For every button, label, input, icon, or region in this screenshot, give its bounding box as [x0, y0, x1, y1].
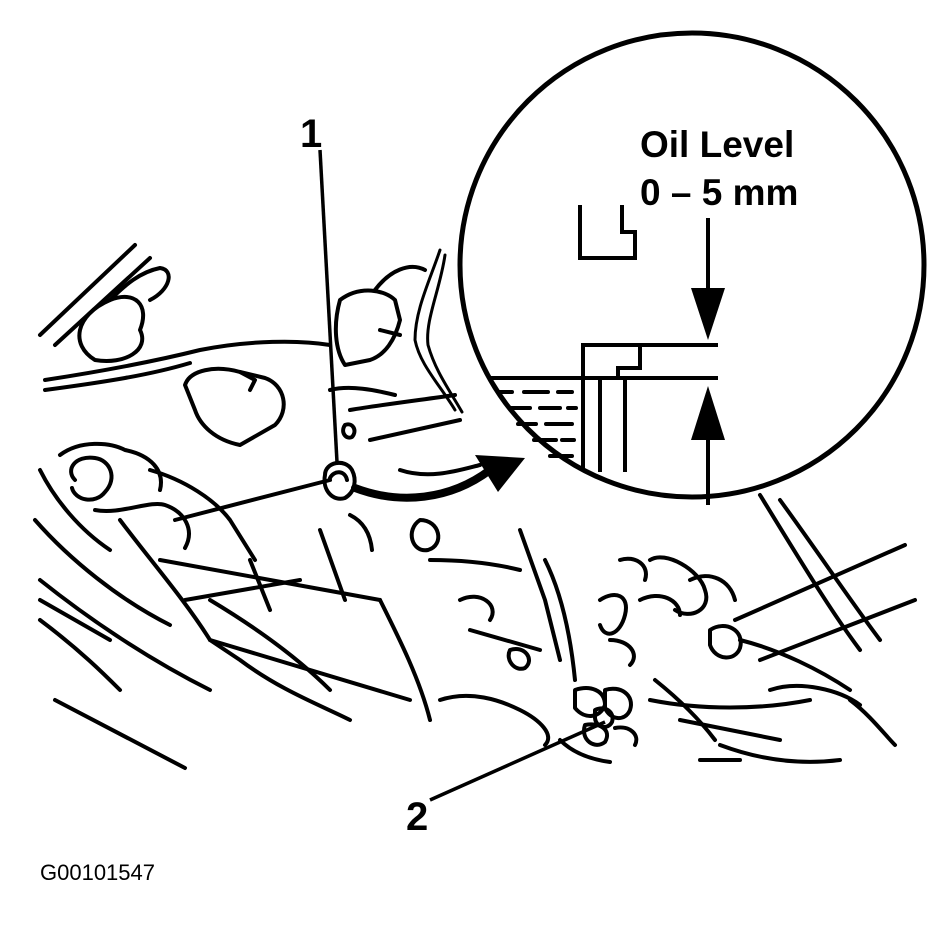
callout-2-leader	[429, 720, 606, 802]
drain-plug-outline	[593, 706, 615, 729]
filler-hole-profile	[581, 343, 718, 468]
oil-level-title: Oil Level	[640, 124, 794, 165]
case-bracket-outline	[578, 205, 637, 260]
detail-arrow	[351, 455, 525, 502]
oil-level-detail-circle: Oil Level 0 – 5 mm	[457, 30, 927, 505]
callout-1-leader	[318, 149, 339, 463]
figure-id: G00101547	[40, 860, 155, 885]
callout-1-number: 1	[300, 112, 322, 156]
oil-waves	[496, 390, 578, 458]
oil-level-range: 0 – 5 mm	[640, 172, 798, 213]
dimension-arrows	[691, 218, 725, 505]
transaxle-case-drawing	[33, 243, 917, 770]
callout-2-number: 2	[406, 795, 428, 839]
